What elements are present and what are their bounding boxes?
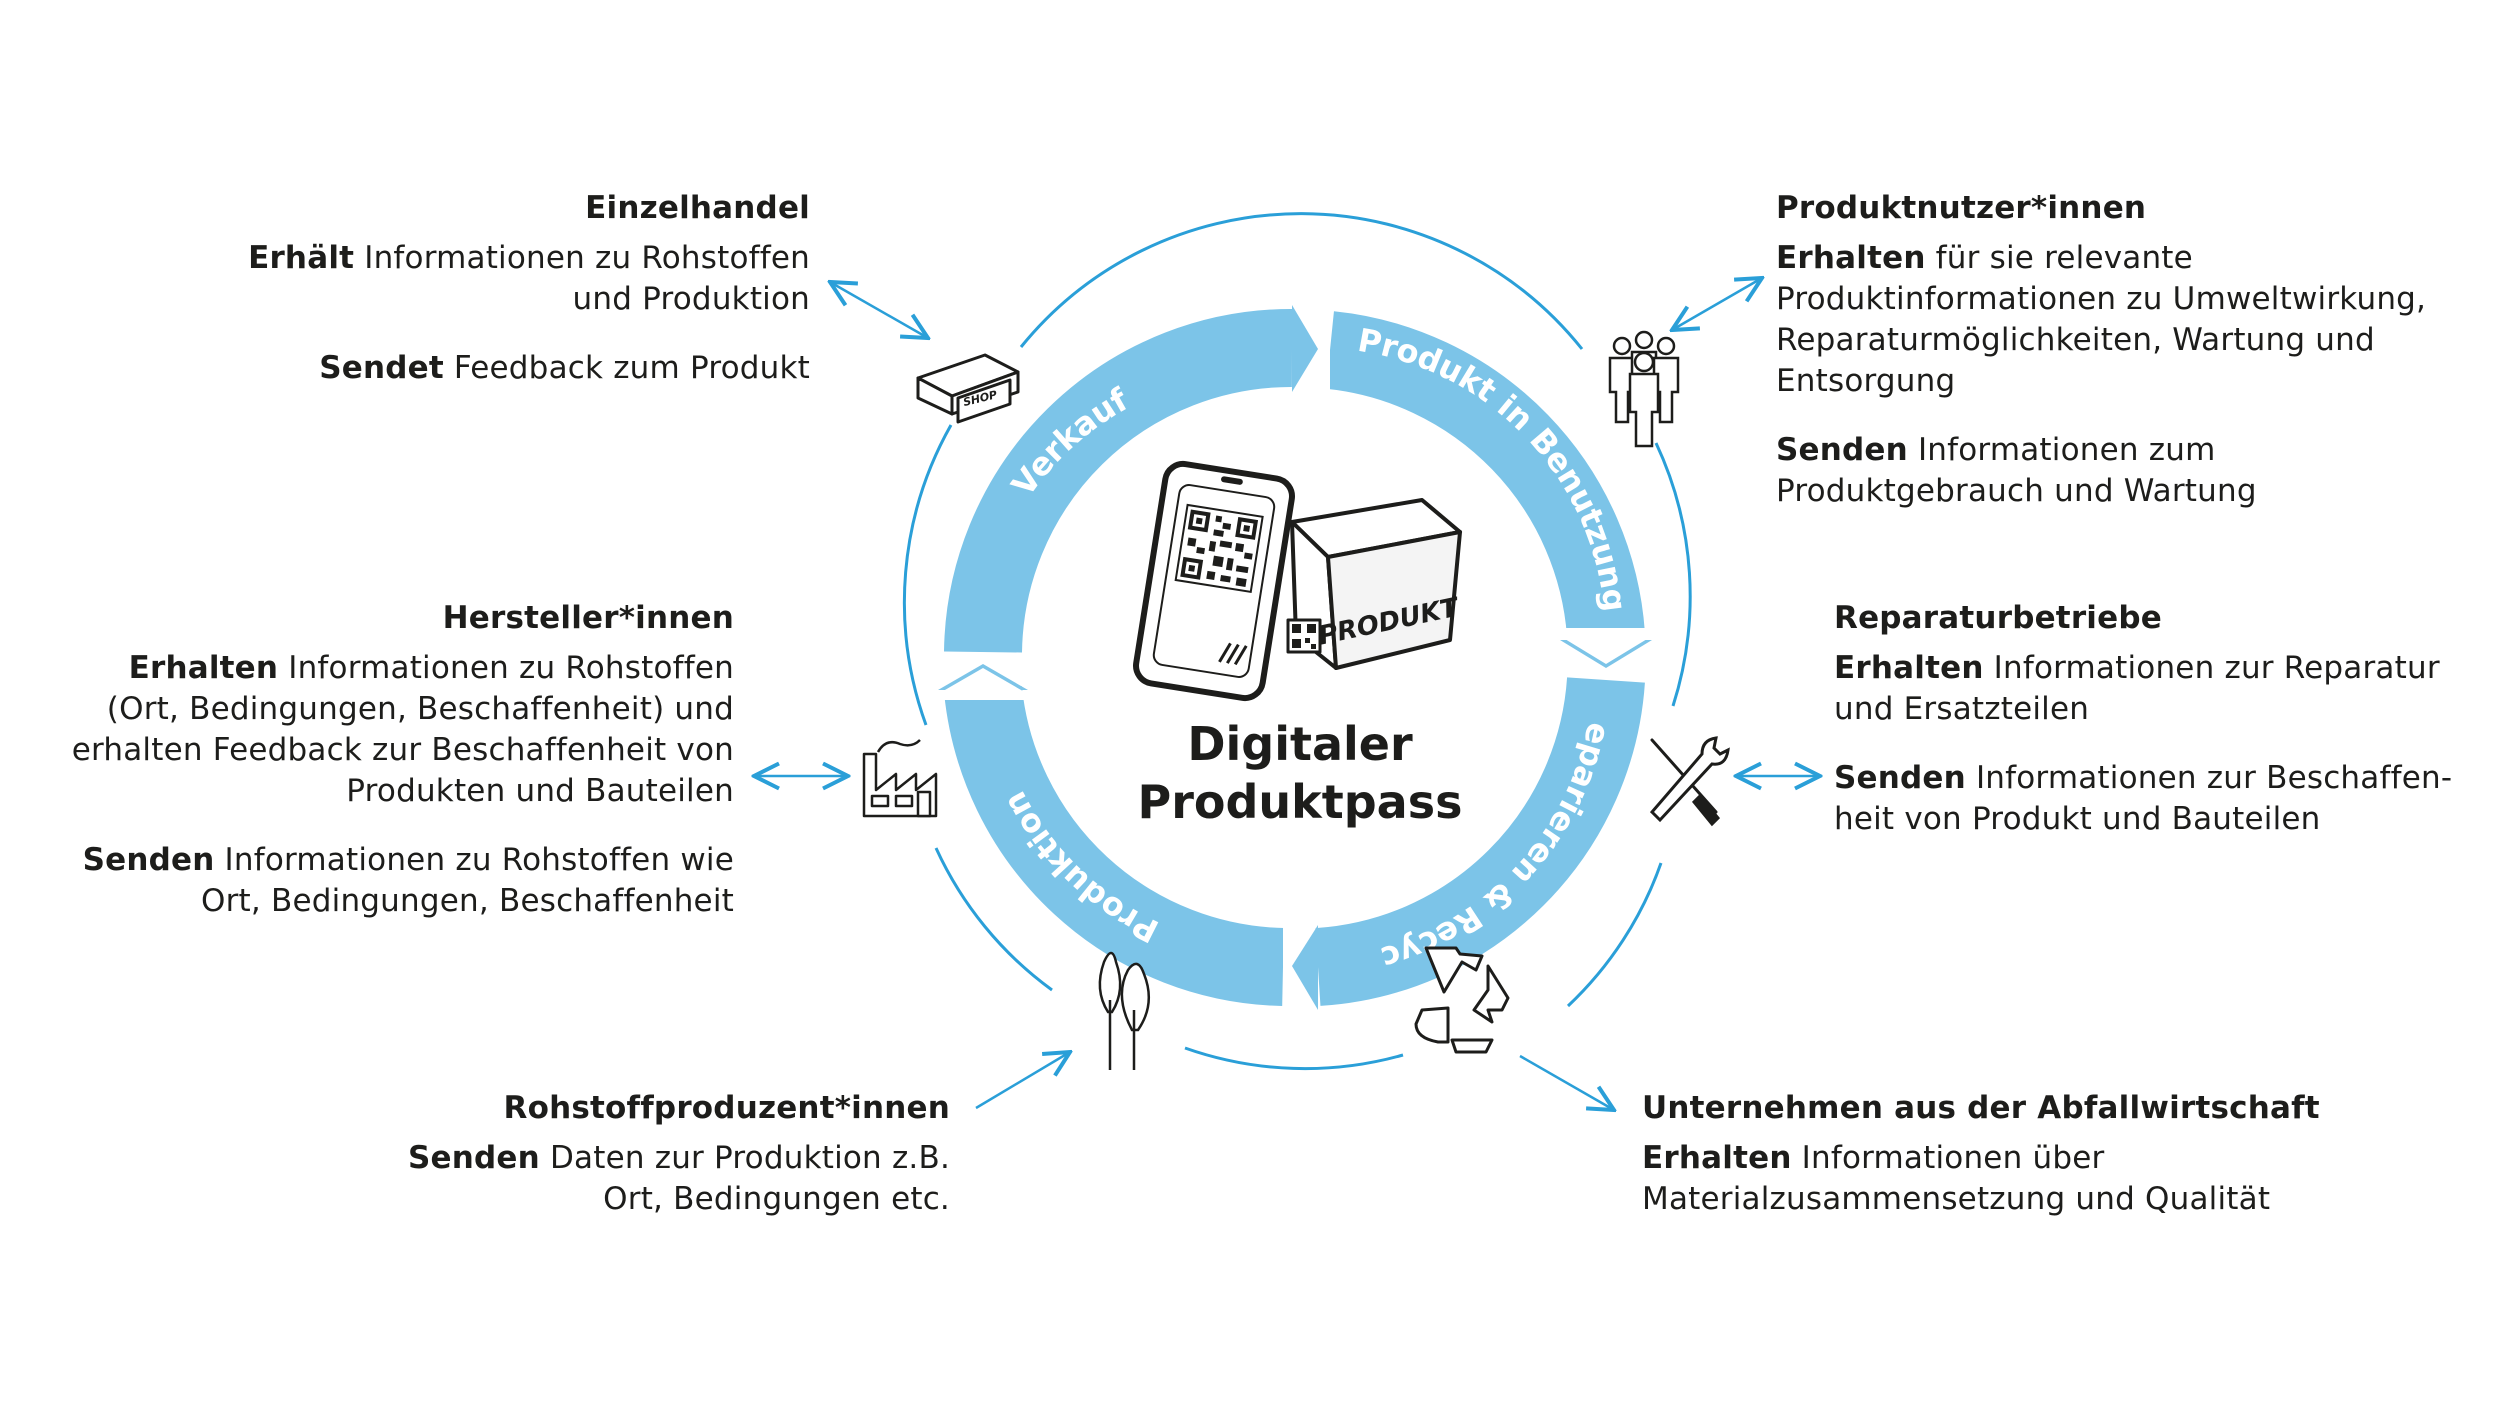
stakeholder-text: für sie relevante bbox=[1925, 240, 2193, 276]
cycle-segment-benutzung bbox=[1325, 311, 1645, 639]
stakeholder-title: Einzelhandel bbox=[585, 190, 810, 226]
stakeholder-sends: Sendet Feedback zum Produkt bbox=[190, 348, 810, 389]
factory-icon bbox=[862, 739, 938, 818]
outer-ring-arc-top bbox=[1019, 212, 1584, 350]
stakeholder-produktnutzer: Produktnutzer*innen Erhalten für sie rel… bbox=[1776, 188, 2476, 512]
stakeholder-hersteller: Hersteller*innen Erhalten Informationen … bbox=[34, 598, 734, 922]
arrow-abfall bbox=[1519, 1054, 1614, 1110]
stakeholder-text: Materialzusammensetzung und Qualität bbox=[1642, 1181, 2271, 1217]
stakeholder-abfallwirtschaft: Unternehmen aus der Abfallwirtschaft Erh… bbox=[1642, 1088, 2402, 1220]
connector-arrows bbox=[754, 278, 1820, 1110]
stakeholder-text: und Ersatzteilen bbox=[1834, 691, 2090, 727]
stakeholder-text: Ort, Bedingungen etc. bbox=[603, 1181, 950, 1217]
notch-right bbox=[1560, 628, 1652, 664]
arrow-nutzer bbox=[1672, 278, 1762, 330]
stakeholder-keyword: Senden bbox=[1776, 432, 1908, 468]
stakeholder-sends: Senden Daten zur Produktion z.B. Ort, Bed… bbox=[330, 1138, 950, 1220]
outer-ring-arc-left-low bbox=[934, 847, 1053, 992]
stakeholder-title: Produktnutzer*innen bbox=[1776, 190, 2147, 226]
stakeholder-title: Hersteller*innen bbox=[442, 600, 734, 636]
outer-ring-arc-left bbox=[902, 424, 953, 726]
stakeholder-text: Informationen zu Rohstoffen bbox=[278, 650, 734, 686]
outer-ring-arc-right bbox=[1654, 442, 1692, 707]
chevron-top-arrow bbox=[1292, 305, 1318, 392]
stakeholder-text: erhalten Feedback zur Beschaffenheit von bbox=[71, 732, 734, 768]
stakeholder-keyword: Senden bbox=[407, 1140, 540, 1176]
recycle-icon bbox=[1414, 946, 1510, 1054]
stakeholder-text: Informationen über bbox=[1791, 1140, 2105, 1176]
stakeholder-sends: Senden Informationen zur Beschaffen-heit… bbox=[1834, 758, 2474, 840]
stakeholder-text: Informationen zu Rohstoffen wie bbox=[214, 842, 734, 878]
stakeholder-text: Produkten und Bauteilen bbox=[346, 773, 734, 809]
arrow-rohstoff bbox=[975, 1052, 1070, 1110]
tools-icon bbox=[1649, 736, 1730, 827]
cycle-segment-reparieren bbox=[1315, 676, 1645, 1006]
center-title-line2: Produktpass bbox=[1137, 775, 1463, 829]
stakeholder-text: Produktgebrauch und Wartung bbox=[1776, 473, 2257, 509]
outer-ring bbox=[902, 212, 1692, 1071]
stakeholder-text: Daten zur Produktion z.B. bbox=[539, 1140, 950, 1176]
notch-top bbox=[1296, 305, 1330, 392]
chevron-bottom-arrow bbox=[1292, 925, 1318, 1010]
stakeholder-receives: Erhalten Informationen zur Reparatur und … bbox=[1834, 648, 2474, 730]
outer-ring-arc-right-low bbox=[1566, 862, 1663, 1008]
outer-ring-arc-bottom bbox=[1184, 1046, 1404, 1071]
stakeholder-text: Produktinformationen zu Umweltwirkung, bbox=[1776, 281, 2427, 317]
stakeholder-text: Entsorgung bbox=[1776, 363, 1956, 399]
stakeholder-text: und Produktion bbox=[572, 281, 810, 317]
stakeholder-keyword: Erhält bbox=[248, 240, 355, 276]
stakeholder-keyword: Sendet bbox=[319, 350, 444, 386]
stakeholder-receives: Erhalten Informationen zu Rohstoffen (Ort… bbox=[34, 648, 734, 812]
stakeholder-receives: Erhält Informationen zu Rohstoffen und Pr… bbox=[190, 238, 810, 320]
stakeholder-keyword: Senden bbox=[1834, 760, 1966, 796]
cycle-notches bbox=[938, 305, 1652, 1010]
stakeholder-text: Informationen zum bbox=[1907, 432, 2216, 468]
stakeholder-einzelhandel: Einzelhandel Erhält Informationen zu Roh… bbox=[190, 188, 810, 389]
stakeholder-title: Rohstoffproduzent*innen bbox=[503, 1090, 950, 1126]
cycle-segment-verkauf bbox=[944, 308, 1293, 653]
notch-left bbox=[938, 668, 1028, 700]
cycle-ring bbox=[944, 308, 1645, 1006]
stakeholder-text: Feedback zum Produkt bbox=[443, 350, 810, 386]
stakeholder-rohstoffproduzent: Rohstoffproduzent*innen Senden Daten zur… bbox=[330, 1088, 950, 1220]
center-title: Digitaler Produktpass bbox=[1100, 715, 1500, 831]
trees-icon bbox=[1098, 951, 1151, 1070]
stakeholder-text: Informationen zu Rohstoffen bbox=[354, 240, 810, 276]
arrow-einzelhandel bbox=[830, 282, 928, 338]
stakeholder-keyword: Erhalten bbox=[1834, 650, 1984, 686]
stakeholder-text: heit von Produkt und Bauteilen bbox=[1834, 801, 2321, 837]
stakeholder-text: Informationen zur Reparatur bbox=[1983, 650, 2440, 686]
product-box-icon: PRODUKT bbox=[1286, 498, 1463, 670]
shop-icon: SHOP bbox=[916, 353, 1020, 424]
stakeholder-title: Unternehmen aus der Abfallwirtschaft bbox=[1642, 1090, 2320, 1126]
stakeholder-text: Informationen zur Beschaffen- bbox=[1965, 760, 2453, 796]
center-title-line1: Digitaler bbox=[1187, 717, 1413, 771]
stakeholder-keyword: Erhalten bbox=[128, 650, 279, 686]
stakeholder-text: Ort, Bedingungen, Beschaffenheit bbox=[201, 883, 734, 919]
stakeholder-keyword: Erhalten bbox=[1642, 1140, 1792, 1176]
notch-bottom bbox=[1283, 925, 1314, 1010]
smartphone-qr-icon bbox=[1133, 460, 1295, 702]
stakeholder-text: Reparaturmöglichkeiten, Wartung und bbox=[1776, 322, 2375, 358]
people-icon bbox=[1608, 330, 1680, 448]
cycle-segment-produktion bbox=[944, 685, 1285, 1006]
stakeholder-text: (Ort, Bedingungen, Beschaffenheit) und bbox=[106, 691, 734, 727]
stakeholder-title: Reparaturbetriebe bbox=[1834, 600, 2162, 636]
stakeholder-keyword: Senden bbox=[82, 842, 215, 878]
stakeholder-reparaturbetriebe: Reparaturbetriebe Erhalten Informationen… bbox=[1834, 598, 2474, 840]
stakeholder-keyword: Erhalten bbox=[1776, 240, 1926, 276]
